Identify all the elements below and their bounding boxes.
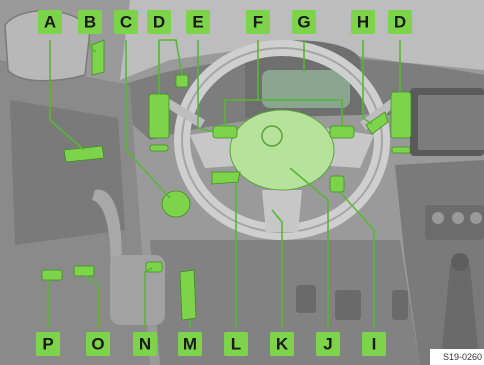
air-vent-right-control bbox=[392, 147, 410, 153]
callout-D-right: D bbox=[388, 10, 412, 34]
air-vent-left bbox=[149, 94, 169, 138]
callout-label: C bbox=[120, 13, 132, 32]
callout-label: P bbox=[42, 335, 53, 354]
callout-label: B bbox=[84, 13, 96, 32]
callout-label: I bbox=[372, 335, 377, 354]
callout-label: D bbox=[394, 13, 406, 32]
callout-label: K bbox=[276, 335, 289, 354]
callout-label: O bbox=[91, 335, 104, 354]
callout-F: F bbox=[246, 10, 270, 34]
callout-label: E bbox=[192, 13, 203, 32]
bonnet-release bbox=[180, 270, 196, 320]
callout-label: G bbox=[297, 13, 310, 32]
callout-label: H bbox=[357, 13, 369, 32]
callout-B: B bbox=[78, 10, 102, 34]
mirror-control bbox=[92, 40, 104, 75]
right-spoke-buttons bbox=[330, 126, 354, 138]
callout-I: I bbox=[362, 332, 386, 356]
callout-K: K bbox=[270, 332, 294, 356]
dash-element-e bbox=[176, 75, 188, 87]
callout-N: N bbox=[133, 332, 157, 356]
callout-O: O bbox=[86, 332, 110, 356]
callout-label: L bbox=[231, 335, 241, 354]
callout-label: D bbox=[153, 13, 165, 32]
callout-label: F bbox=[253, 13, 263, 32]
callout-H: H bbox=[351, 10, 375, 34]
callout-label: A bbox=[44, 13, 56, 32]
callout-L: L bbox=[224, 332, 248, 356]
airbag-hub bbox=[230, 110, 334, 190]
control-o bbox=[74, 266, 94, 276]
callout-label: M bbox=[183, 335, 197, 354]
callout-M: M bbox=[178, 332, 202, 356]
callout-E: E bbox=[186, 10, 210, 34]
start-stop-button bbox=[330, 176, 344, 192]
control-p bbox=[42, 270, 62, 280]
callout-C: C bbox=[114, 10, 138, 34]
callout-D-left: D bbox=[147, 10, 171, 34]
callout-G: G bbox=[292, 10, 316, 34]
air-vent-right bbox=[391, 92, 411, 138]
callout-label: N bbox=[139, 335, 151, 354]
figure-code: S19-0260 bbox=[443, 352, 482, 362]
callout-P: P bbox=[36, 332, 60, 356]
air-vent-left-control bbox=[150, 145, 168, 151]
callout-J: J bbox=[316, 332, 340, 356]
callout-label: J bbox=[323, 335, 332, 354]
callout-A: A bbox=[38, 10, 62, 34]
left-spoke-buttons bbox=[213, 126, 237, 138]
